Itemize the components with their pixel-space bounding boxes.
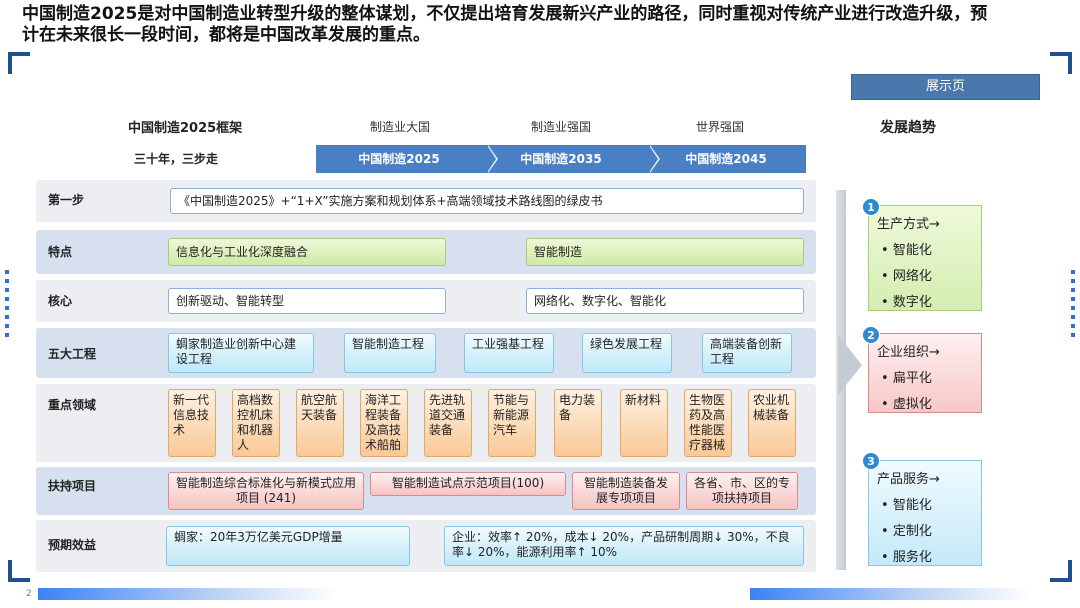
field-box: 新材料 — [620, 389, 668, 457]
benefit-box: 蜩家：20年3万亿美元GDP增量 — [166, 526, 410, 566]
row-label: 重点领域 — [48, 398, 97, 412]
framework-title: 中国制造2025框架 — [128, 121, 243, 136]
row-label: 核心 — [48, 294, 73, 308]
trend-bullet: 数字化 — [892, 295, 932, 310]
trend-card: 产品服务→ • 智能化 • 定制化 • 服务化 — [868, 460, 982, 566]
support-box: 智能制造综合标准化与新模式应用项目 (241) — [168, 472, 364, 510]
frame-corner-bottom-right — [1050, 560, 1072, 582]
benefit-box: 企业：效率↑ 20%，成本↓ 20%，产品研制周期↓ 30%，不良率↓ 20%，… — [444, 526, 804, 566]
era-label: 世界强国 — [696, 120, 745, 134]
trend-bullet: 智能化 — [892, 243, 932, 258]
row-projects: 五大工程 蜩家制造业创新中心建设工程 智能制造工程 工业强基工程 绿色发展工程 … — [36, 328, 816, 378]
field-box: 海洋工程装备及高技术船舶 — [360, 389, 408, 457]
show-page-button[interactable]: 展示页 — [851, 74, 1040, 100]
stage-bar: 中国制造2025 中国制造2035 中国制造2045 — [316, 145, 806, 173]
feature-box: 信息化与工业化深度融合 — [168, 238, 446, 266]
feature-box: 智能制造 — [526, 238, 804, 266]
support-box: 各省、市、区的专项扶持项目 — [686, 472, 798, 510]
field-box: 生物医药及高性能医疗器械 — [684, 389, 732, 457]
trend-bullet: 扁平化 — [892, 371, 932, 386]
trend-number-badge: 1 — [862, 198, 880, 216]
row-support: 扶持项目 智能制造综合标准化与新模式应用项目 (241) 智能制造试点示范项目(… — [36, 467, 816, 515]
core-box: 网络化、数字化、智能化 — [526, 288, 804, 314]
trend-bullet: 定制化 — [892, 524, 932, 539]
field-box: 节能与新能源汽车 — [488, 389, 536, 457]
bottom-decoration — [38, 588, 338, 600]
three-steps-label: 三十年，三步走 — [134, 152, 219, 166]
trend-bullet: 服务化 — [892, 550, 932, 565]
row-label: 第一步 — [48, 193, 85, 207]
trend-number-badge: 3 — [862, 452, 880, 470]
trend-card: 生产方式→ • 智能化 • 网络化 • 数字化 — [868, 205, 982, 311]
right-dash-decoration — [1071, 270, 1075, 340]
left-dash-decoration — [5, 270, 9, 340]
project-box: 高端装备创新工程 — [702, 333, 792, 373]
arrow-right-icon — [838, 335, 862, 395]
row-core: 核心 创新驱动、智能转型 网络化、数字化、智能化 — [36, 280, 816, 322]
frame-corner-bottom-left — [8, 560, 30, 582]
field-box: 新一代信息技术 — [168, 389, 216, 457]
row-step1: 第一步 《中国制造2025》+“1+X”实施方案和规划体系+高端领域技术路线图的… — [36, 180, 816, 222]
page-number: 2 — [26, 589, 32, 599]
trend-card: 企业组织→ • 扁平化 • 虚拟化 — [868, 333, 982, 413]
trend-card-title: 企业组织→ — [877, 345, 940, 360]
frame-corner-top-right — [1050, 52, 1072, 74]
stage-segment: 中国制造2045 — [685, 152, 767, 166]
row-features: 特点 信息化与工业化深度融合 智能制造 — [36, 230, 816, 274]
row-label: 扶持项目 — [48, 479, 97, 493]
project-box: 工业强基工程 — [464, 333, 554, 373]
trend-bullet: 网络化 — [892, 269, 932, 284]
project-box: 绿色发展工程 — [582, 333, 672, 373]
trend-bullet: 虚拟化 — [892, 397, 932, 412]
trend-card-title: 生产方式→ — [877, 217, 940, 232]
row-fields: 重点领域 新一代信息技术 高档数控机床和机器人 航空航天装备 海洋工程装备及高技… — [36, 384, 816, 462]
row-label: 预期效益 — [48, 538, 97, 552]
stage-segment: 中国制造2035 — [520, 152, 602, 166]
trend-card-title: 产品服务→ — [877, 472, 940, 487]
field-box: 先进轨道交通装备 — [424, 389, 472, 457]
stage-segment: 中国制造2025 — [358, 152, 440, 166]
era-label: 制造业大国 — [370, 120, 431, 134]
row-label: 五大工程 — [48, 347, 97, 361]
project-box: 蜩家制造业创新中心建设工程 — [168, 333, 314, 373]
row-benefits: 预期效益 蜩家：20年3万亿美元GDP增量 企业：效率↑ 20%，成本↓ 20%… — [36, 520, 816, 572]
project-box: 智能制造工程 — [344, 333, 436, 373]
field-box: 航空航天装备 — [296, 389, 344, 457]
bottom-decoration — [750, 588, 1030, 600]
row-label: 特点 — [48, 245, 73, 259]
step1-box: 《中国制造2025》+“1+X”实施方案和规划体系+高端领域技术路线图的绿皮书 — [170, 188, 804, 214]
era-label: 制造业强国 — [531, 120, 592, 134]
support-box: 智能制造装备发展专项项目 — [572, 472, 680, 510]
trend-bullet: 智能化 — [892, 498, 932, 513]
frame-corner-top-left — [8, 52, 30, 74]
field-box: 高档数控机床和机器人 — [232, 389, 280, 457]
headline: 中国制造2025是对中国制造业转型升级的整体谋划，不仅提出培育发展新兴产业的路径… — [22, 4, 988, 45]
field-box: 电力装备 — [554, 389, 602, 457]
trend-title: 发展趋势 — [880, 120, 936, 136]
support-box: 智能制造试点示范项目(100) — [370, 472, 566, 496]
field-box: 农业机械装备 — [748, 389, 796, 457]
trend-number-badge: 2 — [862, 326, 880, 344]
core-box: 创新驱动、智能转型 — [168, 288, 446, 314]
